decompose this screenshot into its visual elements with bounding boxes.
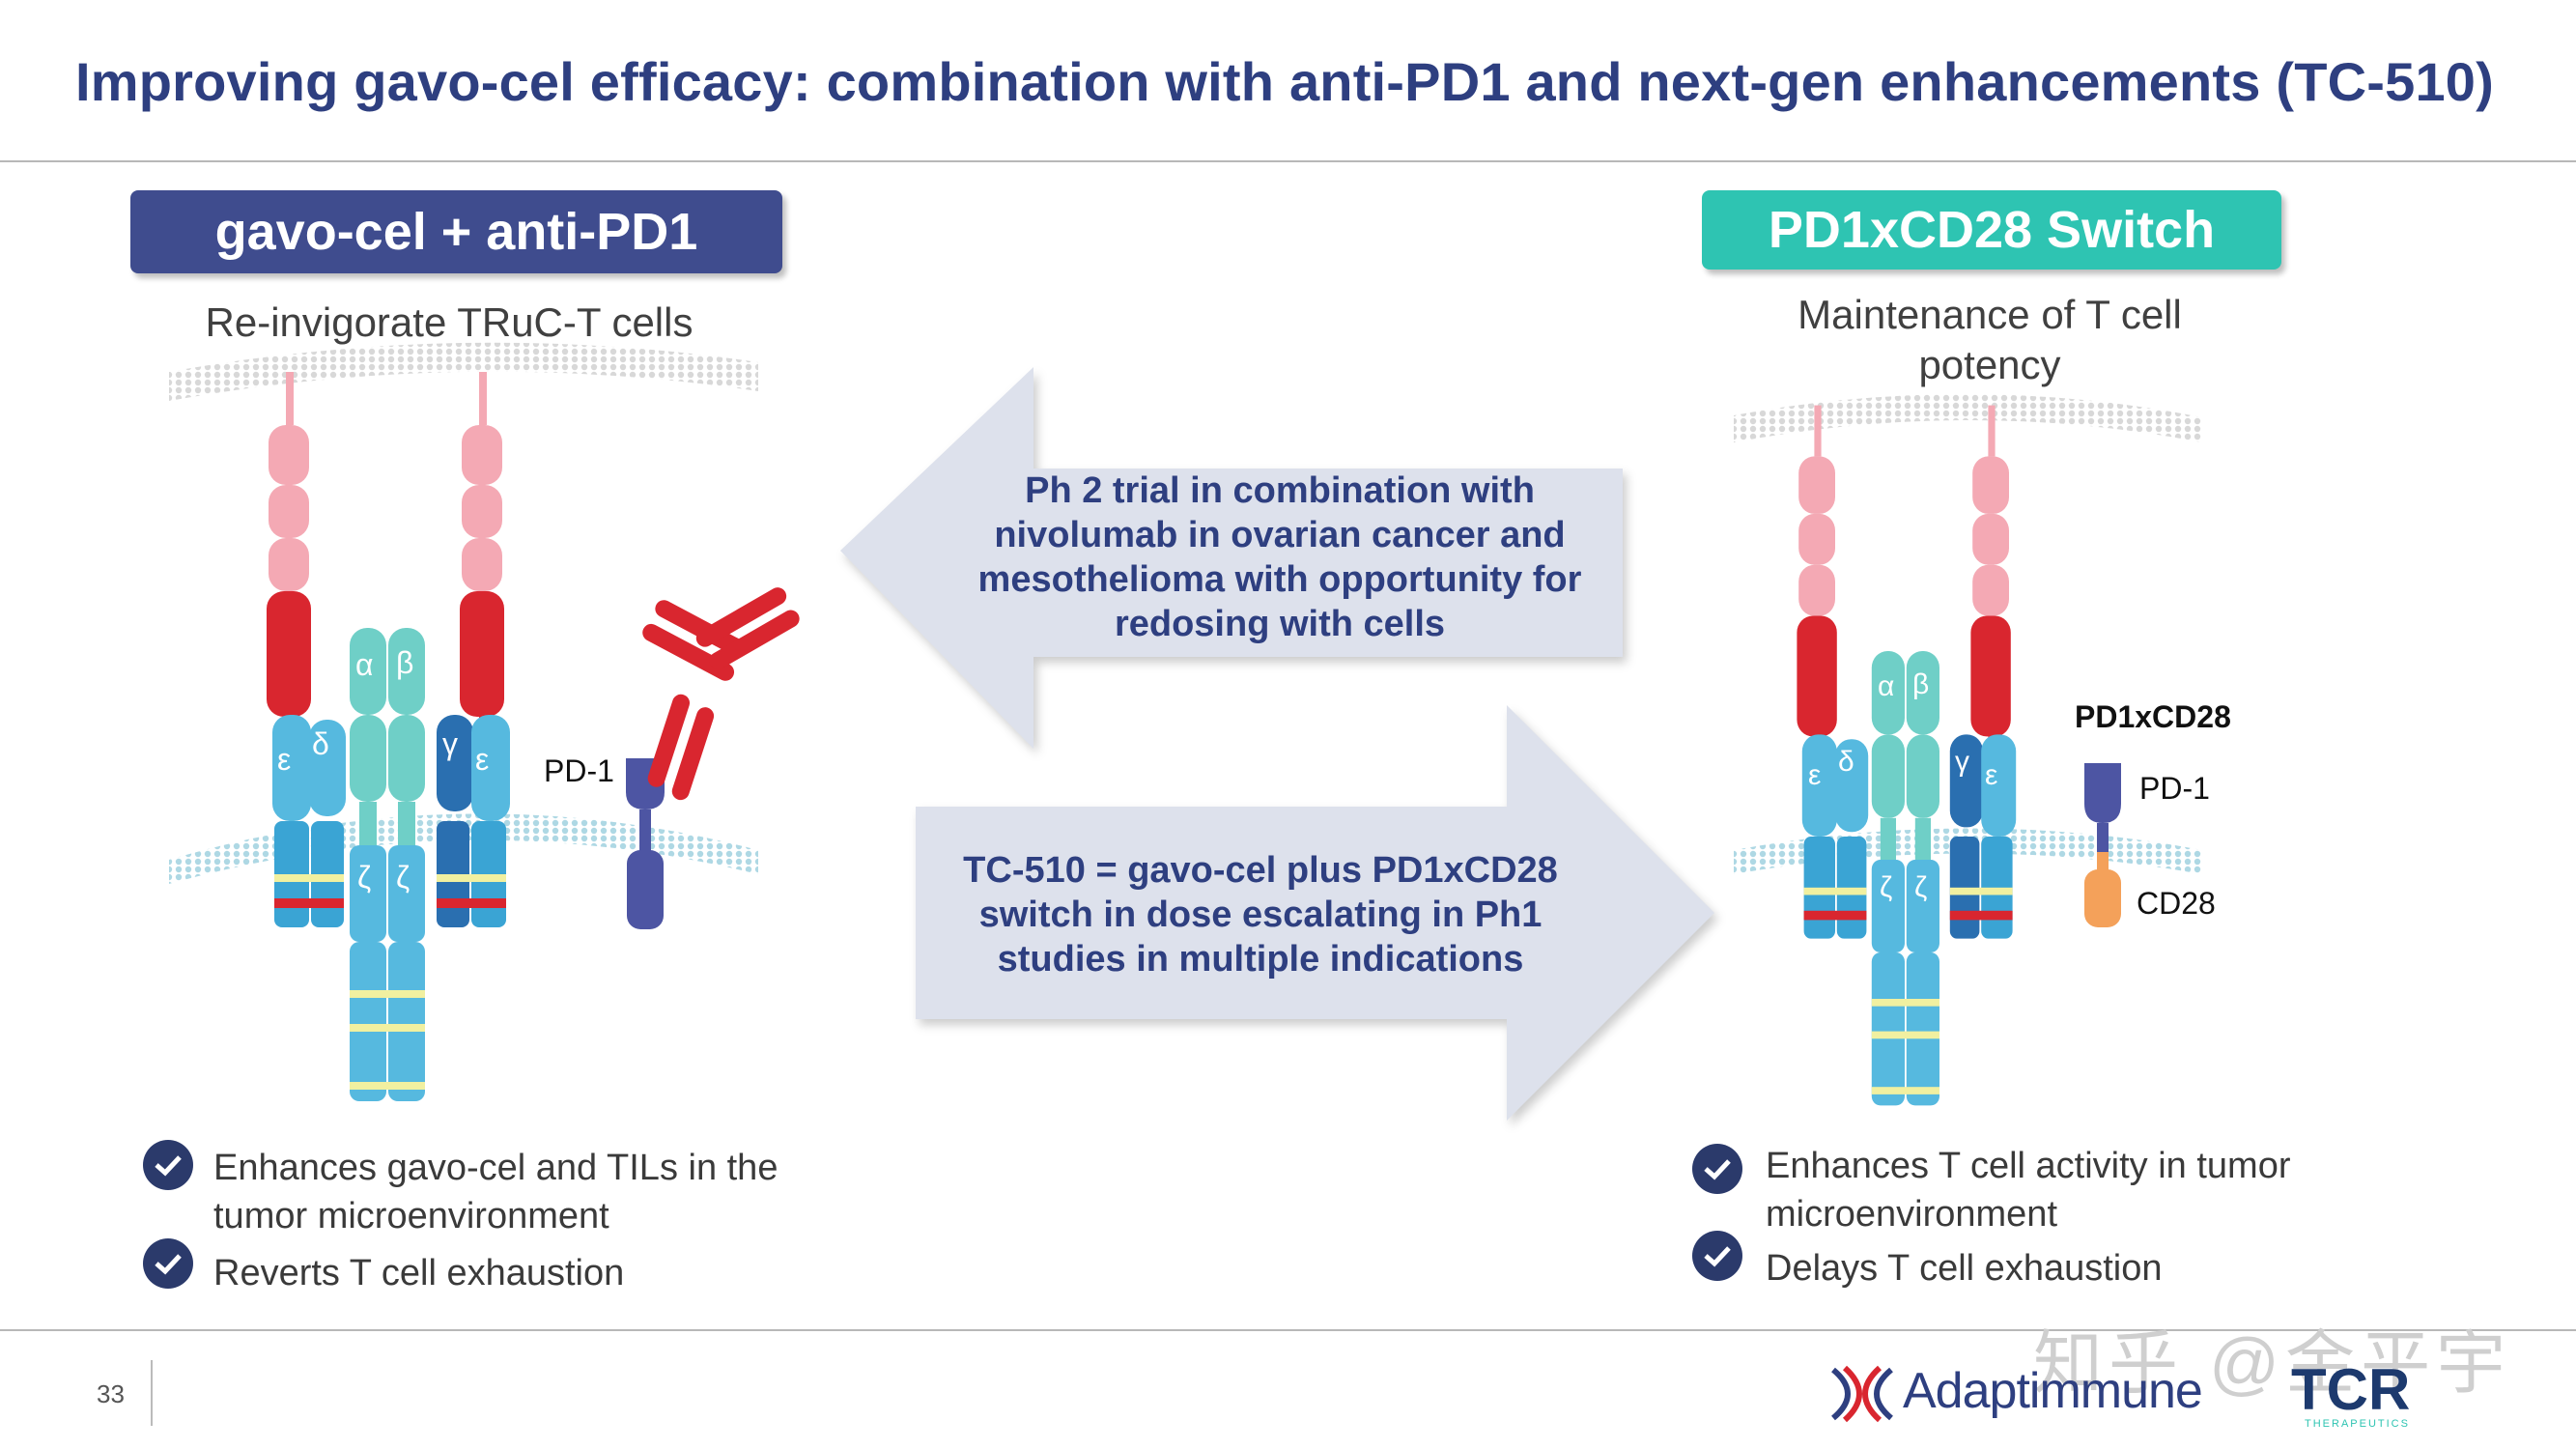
left-epsilon2-label: ε bbox=[475, 742, 490, 777]
right-epsilon2-label: ε bbox=[1985, 759, 1998, 791]
left-arrow-line: redosing with cells bbox=[1114, 604, 1446, 644]
left-tcr-complex bbox=[267, 372, 510, 1101]
check-icon bbox=[143, 1140, 193, 1190]
tcr-logo-text: TCR bbox=[2291, 1357, 2411, 1422]
left-epsilon-label: ε bbox=[277, 742, 292, 777]
adaptimmune-logo-icon bbox=[1831, 1365, 1893, 1423]
anti-pd1-antibody-icon bbox=[642, 587, 800, 801]
left-arrow-text: Ph 2 trial in combination with nivolumab… bbox=[951, 469, 1608, 646]
right-subtitle-line2: potency bbox=[1918, 342, 2061, 387]
left-upper-membrane bbox=[169, 342, 758, 401]
left-zeta-label: ζ bbox=[357, 860, 372, 895]
right-delta-label: δ bbox=[1838, 746, 1854, 778]
right-bullet-1: Enhances T cell activity in tumor microe… bbox=[1766, 1142, 2519, 1238]
check-icon bbox=[1692, 1144, 1742, 1194]
right-panel-header: PD1xCD28 Switch bbox=[1702, 190, 2281, 270]
right-arrow-line: switch in dose escalating in Ph1 bbox=[978, 895, 1543, 935]
bullet-text: Enhances T cell activity in tumor bbox=[1766, 1146, 2291, 1186]
page-number: 33 bbox=[97, 1379, 125, 1408]
right-arrow-shape bbox=[916, 705, 1714, 1121]
right-arrow-text: TC-510 = gavo-cel plus PD1xCD28 switch i… bbox=[927, 848, 1594, 981]
pd1xcd28-label: PD1xCD28 bbox=[2075, 699, 2231, 734]
left-arrow-line: mesothelioma with opportunity for bbox=[977, 559, 1582, 600]
left-bullet-2: Reverts T cell exhaustion bbox=[213, 1253, 625, 1293]
footer-divider bbox=[0, 1329, 2576, 1331]
pd1xcd28-switch-receptor bbox=[2084, 763, 2121, 927]
right-alpha-label: α bbox=[1878, 670, 1895, 702]
watermark: 知乎 @金平宇 bbox=[2033, 1325, 2512, 1403]
page-number-divider bbox=[151, 1360, 153, 1426]
right-bullet-2: Delays T cell exhaustion bbox=[1766, 1248, 2163, 1289]
right-tcr-complex bbox=[1797, 405, 2017, 1106]
left-zeta2-label: ζ bbox=[396, 860, 410, 895]
bullet-text: microenvironment bbox=[1766, 1194, 2057, 1235]
slide-title: Improving gavo-cel efficacy: combination… bbox=[75, 51, 2495, 112]
check-icon bbox=[143, 1238, 193, 1289]
right-panel-subtitle: Maintenance of T cell potency bbox=[1710, 290, 2270, 390]
title-divider bbox=[0, 160, 2576, 162]
check-icon bbox=[1692, 1231, 1742, 1281]
right-arrow-line: TC-510 = gavo-cel plus PD1xCD28 bbox=[963, 850, 1558, 891]
left-panel-subtitle: Re-invigorate TRuC-T cells bbox=[205, 299, 694, 345]
adaptimmune-logo-text: Adaptimmune bbox=[1903, 1363, 2203, 1419]
left-arrow-shape bbox=[840, 367, 1623, 749]
right-epsilon-label: ε bbox=[1808, 759, 1822, 791]
cd28-label: CD28 bbox=[2137, 886, 2216, 921]
right-zeta-label: ζ bbox=[1880, 871, 1893, 903]
left-beta-label: β bbox=[396, 645, 414, 680]
left-alpha-label: α bbox=[355, 647, 374, 682]
right-upper-membrane bbox=[1734, 393, 2202, 442]
left-arrow-line: Ph 2 trial in combination with bbox=[1025, 470, 1535, 511]
tcr-logo-subtext: THERAPEUTICS bbox=[2305, 1418, 2410, 1430]
right-pd1-label: PD-1 bbox=[2139, 771, 2210, 806]
left-delta-label: δ bbox=[312, 726, 329, 761]
right-arrow-line: studies in multiple indications bbox=[997, 939, 1524, 980]
left-bullet-1: Enhances gavo-cel and TILs in the tumor … bbox=[213, 1144, 986, 1240]
right-beta-label: β bbox=[1912, 668, 1930, 700]
left-arrow-line: nivolumab in ovarian cancer and bbox=[994, 515, 1566, 555]
bullet-text: Enhances gavo-cel and TILs in the bbox=[213, 1148, 778, 1188]
bullet-text: tumor microenvironment bbox=[213, 1196, 609, 1236]
left-panel-header: gavo-cel + anti-PD1 bbox=[130, 190, 782, 273]
right-zeta2-label: ζ bbox=[1914, 871, 1928, 903]
left-gamma-label: γ bbox=[442, 726, 458, 761]
left-pd1-label: PD-1 bbox=[544, 753, 614, 788]
right-gamma-label: γ bbox=[1955, 746, 1969, 778]
right-subtitle-line1: Maintenance of T cell bbox=[1798, 292, 2182, 337]
